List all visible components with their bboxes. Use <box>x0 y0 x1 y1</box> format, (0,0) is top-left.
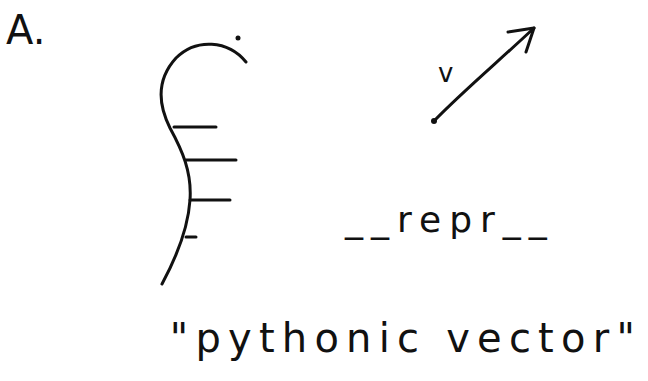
vector-name: v <box>438 60 453 86</box>
method-name: __repr__ <box>345 202 555 238</box>
python-snake-outline <box>161 44 246 284</box>
snake-tick <box>186 159 236 162</box>
snake-eye <box>236 36 241 41</box>
arrow-head <box>508 28 534 52</box>
snake-tick <box>174 126 216 129</box>
snake-tick <box>190 199 230 202</box>
snake-tick <box>186 236 196 239</box>
section-letter: A. <box>6 10 45 50</box>
vector-arrow <box>434 28 534 121</box>
vector-tail <box>431 118 437 124</box>
caption-note: "pythonic vector" <box>170 318 642 358</box>
